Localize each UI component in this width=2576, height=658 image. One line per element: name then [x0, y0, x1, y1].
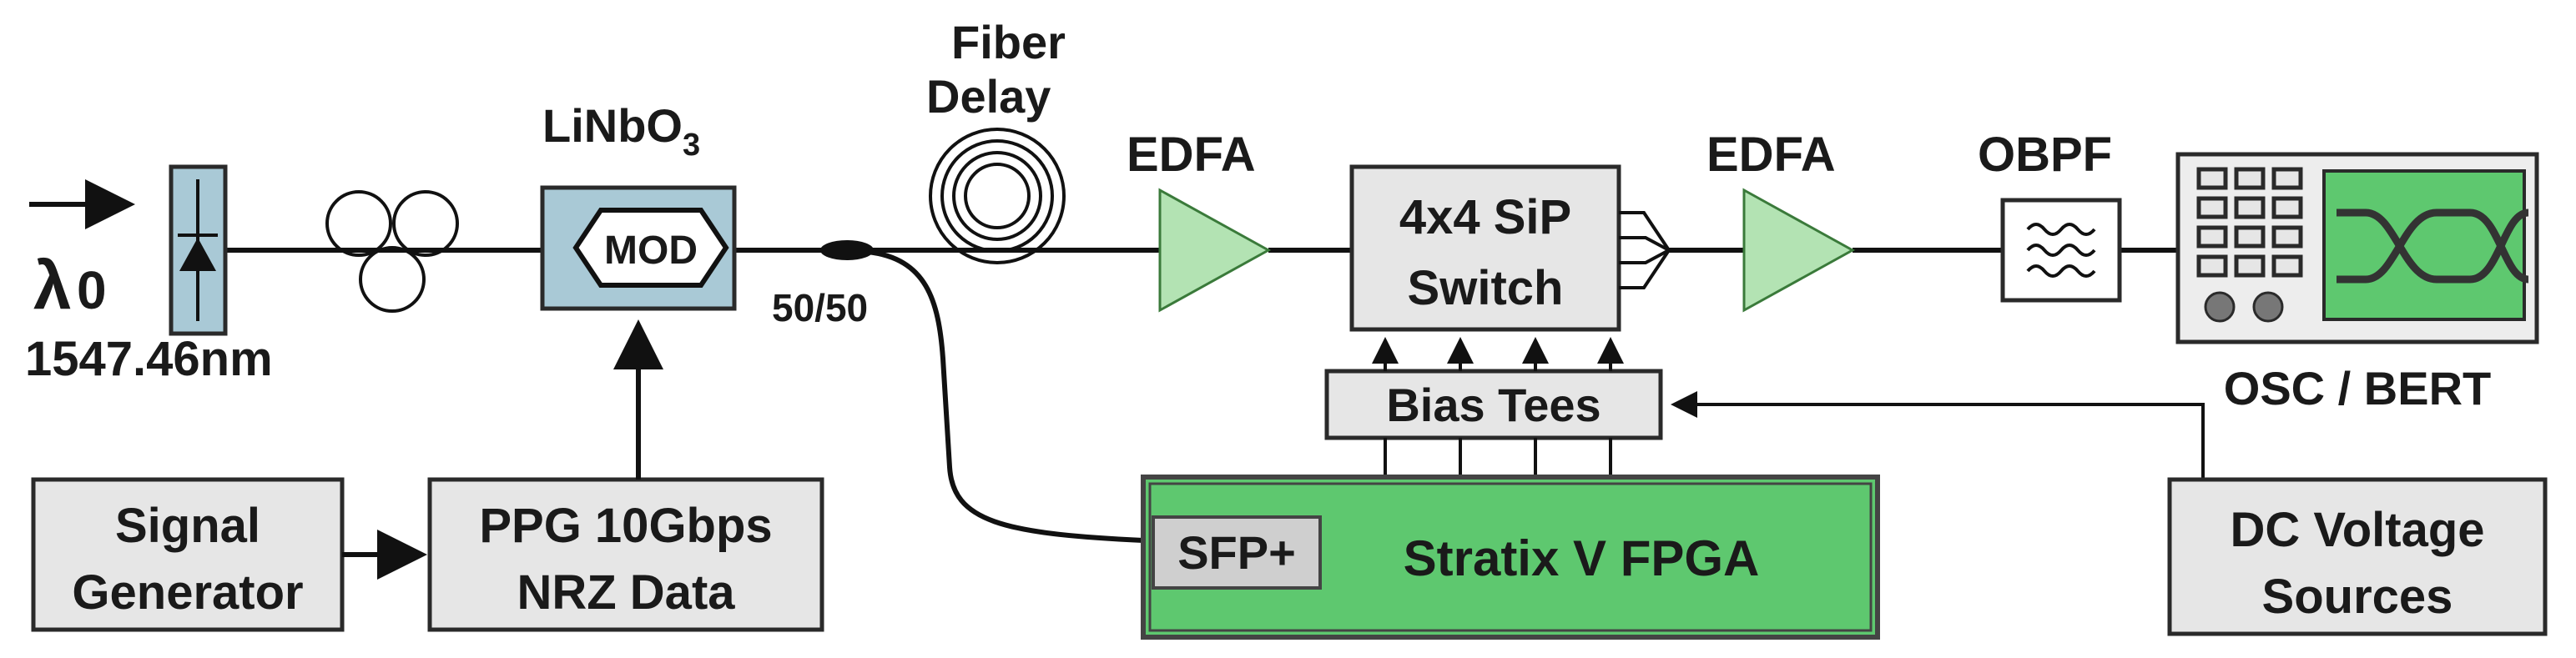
switch-box: [1349, 164, 1621, 332]
bias-tees: Bias Tees: [1324, 337, 1663, 477]
modulator-hexagon-icon: [572, 208, 729, 288]
coupler-label: 50/50: [772, 286, 868, 329]
oscilloscope-label: OSC / BERT: [2224, 362, 2491, 414]
input-laser: λ 0 1547.46nm: [25, 164, 273, 386]
fpga-to-bias-lines: [1384, 438, 1612, 477]
fpga: SFP+ Stratix V FPGA: [1141, 475, 1880, 640]
signal-generator-line1: Signal: [115, 499, 260, 553]
dc-sources-box: [2167, 477, 2548, 636]
lambda-subscript: 0: [77, 260, 107, 320]
bias-tees-box: [1324, 369, 1663, 440]
fiber-delay-line1: Fiber: [951, 16, 1066, 68]
fpga-label: Stratix V FPGA: [1404, 530, 1760, 586]
edfa-2-label: EDFA: [1706, 128, 1836, 182]
switch-line2: Switch: [1408, 261, 1564, 315]
modulator-label-sub: 3: [683, 128, 700, 163]
signal-generator-box: [31, 477, 345, 632]
modulator-text: MOD: [604, 229, 698, 273]
dc-sources-line1: DC Voltage: [2230, 503, 2484, 557]
modulator: LiNbO3 MOD: [540, 99, 737, 311]
switch-output-ports: [1619, 211, 1671, 289]
signal-generator-line2: Generator: [72, 565, 303, 620]
coupler-icon: [820, 240, 874, 260]
oscilloscope: OSC / BERT: [2175, 152, 2539, 414]
sfp-port: [1152, 515, 1322, 590]
fpga-inner-border: [1148, 482, 1873, 632]
switch-line1: 4x4 SiP: [1399, 190, 1571, 244]
modulator-label: LiNbO3: [542, 99, 700, 163]
edfa-1-label: EDFA: [1127, 128, 1256, 182]
wavelength-label: 1547.46nm: [25, 332, 273, 386]
knob-icon: [2204, 291, 2284, 323]
eye-diagram-icon: [2337, 208, 2529, 284]
coupler: 50/50: [772, 240, 1144, 543]
photodiode-icon: [169, 164, 228, 336]
ppg-box: [427, 477, 824, 632]
dc-to-bias-arrow: [1671, 391, 2205, 480]
fiber-coil-icon: [929, 128, 1066, 264]
oscilloscope-screen: [2322, 169, 2526, 321]
sfp-label: SFP+: [1177, 526, 1296, 579]
bias-to-switch-arrows: [1372, 337, 1624, 371]
keypad-icon: [2196, 167, 2303, 278]
dc-voltage-sources: DC Voltage Sources: [1671, 391, 2548, 636]
obpf: OBPF: [1978, 128, 2122, 303]
edfa-2: EDFA: [1706, 128, 1856, 313]
ppg: PPG 10Gbps NRZ Data: [427, 477, 824, 632]
ppg-line2: NRZ Data: [517, 565, 735, 620]
amplifier-icon: [1742, 188, 1856, 313]
bias-tees-label: Bias Tees: [1386, 379, 1601, 431]
sip-switch: 4x4 SiP Switch: [1349, 164, 1671, 332]
fiber-loop-icon: [325, 190, 459, 313]
ppg-line1: PPG 10Gbps: [479, 499, 772, 553]
dc-sources-line2: Sources: [2262, 570, 2453, 624]
modulator-label-main: LiNbO: [542, 99, 683, 152]
obpf-label: OBPF: [1978, 128, 2112, 182]
filter-icon: [2026, 223, 2096, 278]
edfa-1: EDFA: [1127, 128, 1272, 313]
fiber-delay: Fiber Delay: [926, 16, 1066, 264]
lambda-symbol: λ: [33, 248, 72, 324]
fiber-delay-line2: Delay: [926, 70, 1051, 123]
signal-generator: Signal Generator: [31, 477, 345, 632]
fpga-fiber-line: [867, 249, 1144, 543]
amplifier-icon: [1158, 188, 1272, 313]
